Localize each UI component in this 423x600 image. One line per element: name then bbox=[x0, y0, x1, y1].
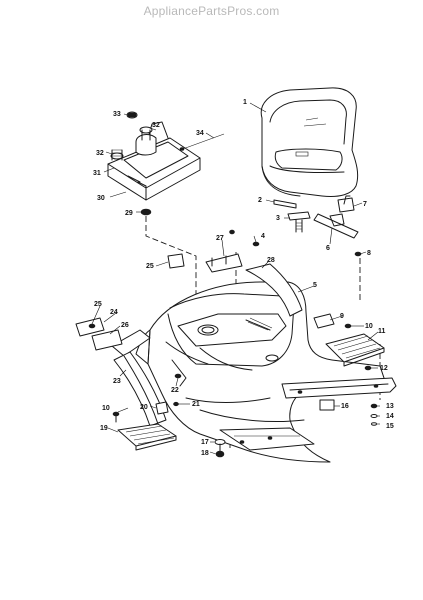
callout-6: 6 bbox=[326, 245, 330, 252]
callout-14: 14 bbox=[386, 413, 394, 420]
callout-8: 8 bbox=[367, 250, 371, 257]
seat bbox=[260, 87, 359, 197]
callout-20: 20 bbox=[140, 404, 148, 411]
callout-17: 17 bbox=[201, 439, 209, 446]
callout-13: 13 bbox=[386, 403, 394, 410]
right-footrest bbox=[325, 333, 385, 367]
seat-switch-assembly bbox=[273, 195, 362, 257]
callout-34: 34 bbox=[196, 130, 204, 137]
callout-10-left: 10 bbox=[102, 405, 110, 412]
callout-15: 15 bbox=[386, 423, 394, 430]
callout-12: 12 bbox=[380, 365, 388, 372]
callout-labels: 1 2 3 4 5 6 7 8 9 10 10 11 12 13 14 15 1… bbox=[93, 99, 394, 457]
callout-7: 7 bbox=[363, 201, 367, 208]
left-footrest bbox=[117, 423, 177, 451]
callout-5: 5 bbox=[313, 282, 317, 289]
callout-10-right: 10 bbox=[365, 323, 373, 330]
small-hardware bbox=[112, 229, 378, 458]
callout-29: 29 bbox=[125, 210, 133, 217]
callout-11: 11 bbox=[378, 328, 386, 335]
callout-18: 18 bbox=[201, 450, 209, 457]
watermark: AppliancePartsPros.com bbox=[143, 4, 280, 18]
callout-32-top: 32 bbox=[152, 122, 160, 129]
callout-25-left: 25 bbox=[94, 301, 102, 308]
callout-32-left: 32 bbox=[96, 150, 104, 157]
callout-16: 16 bbox=[341, 403, 349, 410]
callout-1: 1 bbox=[243, 99, 247, 106]
callout-21: 21 bbox=[192, 401, 200, 408]
seat-mount-bracket bbox=[107, 111, 225, 216]
callout-4: 4 bbox=[261, 233, 265, 240]
callout-33: 33 bbox=[113, 111, 121, 118]
fender-chassis bbox=[135, 281, 387, 463]
callout-leaders bbox=[91, 102, 380, 455]
callout-26: 26 bbox=[121, 322, 129, 329]
callout-30: 30 bbox=[97, 195, 105, 202]
callout-27: 27 bbox=[216, 235, 224, 242]
callout-19: 19 bbox=[100, 425, 108, 432]
callout-31: 31 bbox=[93, 170, 101, 177]
callout-23: 23 bbox=[113, 378, 121, 385]
callout-2: 2 bbox=[258, 197, 262, 204]
callout-28: 28 bbox=[267, 257, 275, 264]
left-side-panel bbox=[75, 317, 167, 427]
callout-22: 22 bbox=[171, 387, 179, 394]
callout-9: 9 bbox=[340, 313, 344, 320]
callout-24: 24 bbox=[110, 309, 118, 316]
callout-25-upper: 25 bbox=[146, 263, 154, 270]
callout-3: 3 bbox=[276, 215, 280, 222]
right-rail bbox=[245, 263, 397, 399]
